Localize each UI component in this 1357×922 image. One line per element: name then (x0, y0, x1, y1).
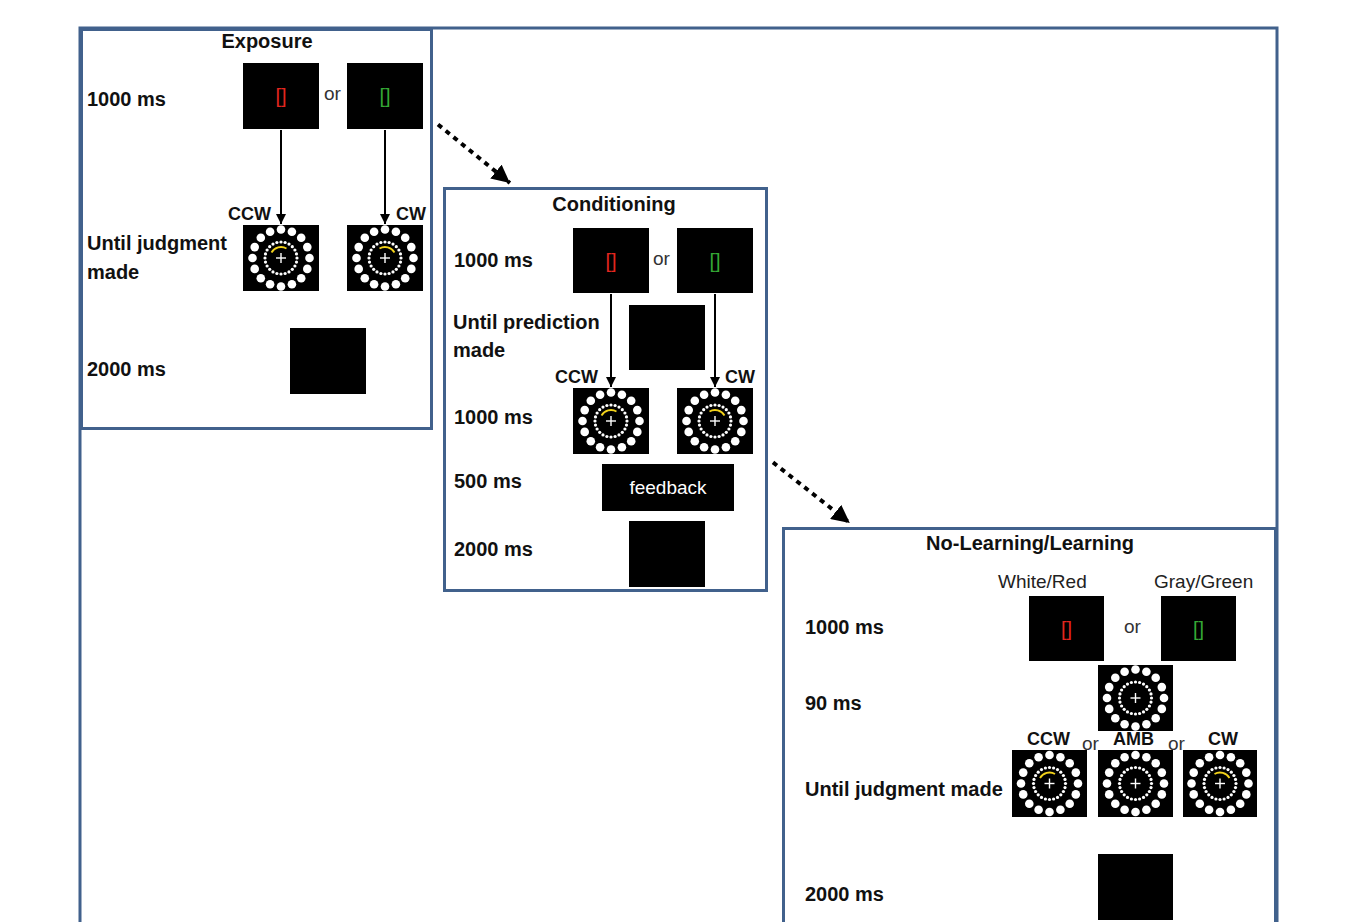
timing-label: 2000 ms (805, 883, 884, 906)
motion-stimulus: CCW (1012, 750, 1087, 817)
color-cue-box: [] (243, 63, 319, 129)
phase-transition-arrow (438, 125, 510, 184)
direction-label: CW (1208, 730, 1238, 748)
cue-bracket: [] (1193, 619, 1204, 639)
phase-transition-arrow (773, 462, 850, 523)
dot-ring-display (573, 388, 649, 454)
color-cue-box: [] (573, 228, 649, 293)
motion-stimulus: CW (347, 225, 423, 291)
dot-ring-display (677, 388, 753, 454)
motion-stimulus: AMB (1098, 750, 1173, 817)
motion-stimulus: CW (677, 388, 753, 454)
color-cue-box: [] (347, 63, 423, 129)
timing-label: Until judgment made (87, 229, 237, 287)
dot-ring-display (1098, 750, 1173, 817)
timing-label: 1000 ms (87, 88, 166, 111)
color-cue-box: White/Red[] (1029, 596, 1104, 661)
cue-caption: White/Red (998, 572, 1087, 591)
phase-title: Conditioning (454, 193, 774, 216)
outer-frame (80, 28, 1277, 922)
cue-caption: Gray/Green (1154, 572, 1253, 591)
or-label: or (1168, 733, 1185, 755)
phase-title: No-Learning/Learning (870, 532, 1190, 555)
cue-bracket: [] (1061, 619, 1072, 639)
cue-outcome-arrow (384, 130, 386, 224)
timing-label: 1000 ms (454, 249, 533, 272)
direction-label: CCW (1027, 730, 1070, 748)
or-label: or (1082, 733, 1099, 755)
blank-screen (290, 328, 366, 394)
timing-label: 1000 ms (454, 406, 533, 429)
motion-stimulus: CCW (573, 388, 649, 454)
timing-label: Until prediction made (453, 308, 608, 364)
blank-screen (629, 305, 705, 370)
feedback-text: feedback (629, 478, 706, 497)
phase-panel: Exposure 1000 ms Until judgment made 2000 m… (80, 28, 433, 430)
motion-stimulus: CW (1183, 750, 1257, 817)
or-label: or (324, 83, 341, 105)
timing-label: 2000 ms (87, 358, 166, 381)
color-cue-box: Gray/Green[] (1161, 596, 1236, 661)
direction-label: AMB (1113, 730, 1154, 748)
dot-ring-display (1012, 750, 1087, 817)
dot-ring-display (243, 225, 319, 291)
dot-ring-display (1183, 750, 1257, 817)
or-label: or (1124, 616, 1141, 638)
cue-bracket: [] (275, 86, 286, 106)
timing-label: 2000 ms (454, 538, 533, 561)
direction-label: CW (396, 205, 426, 223)
direction-label: CCW (555, 368, 598, 386)
timing-label: 500 ms (454, 470, 522, 493)
timing-label: Until judgment made (805, 778, 1003, 801)
timing-label: 1000 ms (805, 616, 884, 639)
timing-label: 90 ms (805, 692, 862, 715)
feedback-box: feedback (602, 464, 734, 511)
phase-panel: Conditioning1000 msUntil prediction made… (443, 187, 768, 592)
direction-label: CCW (228, 205, 271, 223)
phase-panel: No-Learning/Learning 1000 ms 90 ms Until ju… (782, 527, 1277, 922)
cue-bracket: [] (379, 86, 390, 106)
dot-stimulus (1098, 665, 1173, 731)
cue-outcome-arrow (610, 294, 612, 387)
dot-ring-display (347, 225, 423, 291)
cue-bracket: [] (709, 251, 720, 271)
phase-title: Exposure (107, 30, 427, 53)
or-label: or (653, 248, 670, 270)
cue-outcome-arrow (280, 130, 282, 224)
blank-screen (629, 521, 705, 587)
color-cue-box: [] (677, 228, 753, 293)
motion-stimulus: CCW (243, 225, 319, 291)
blank-screen (1098, 854, 1173, 920)
cue-bracket: [] (605, 251, 616, 271)
direction-label: CW (725, 368, 755, 386)
cue-outcome-arrow (714, 294, 716, 387)
